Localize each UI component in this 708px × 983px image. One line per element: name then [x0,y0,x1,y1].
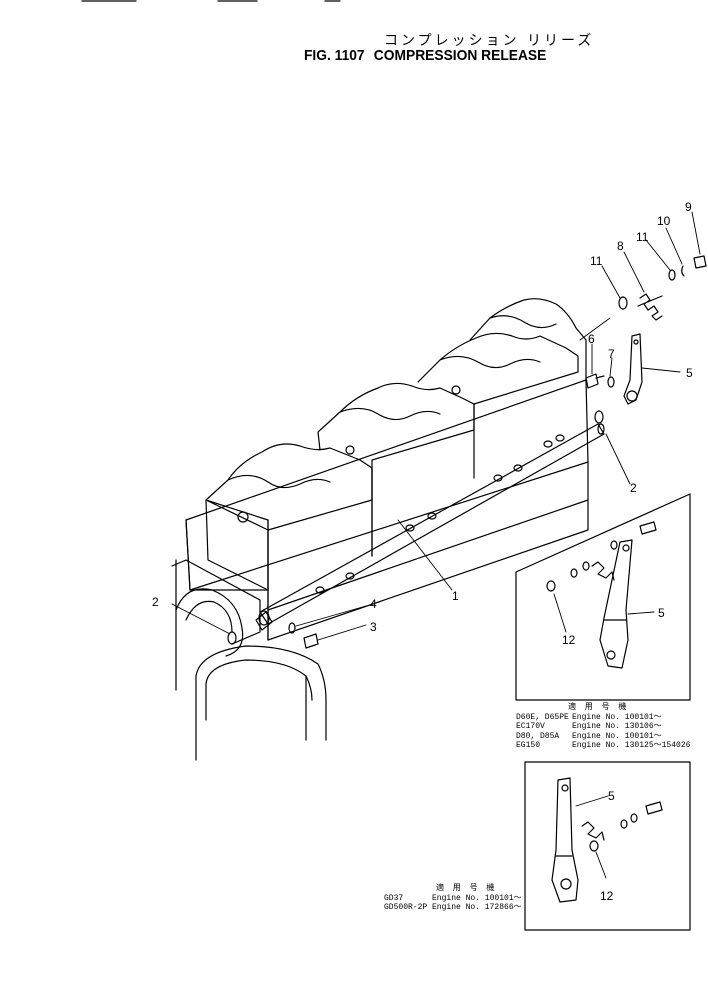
engine-cell: Engine No. 130125～154026 [572,741,691,750]
table-row: GD37 Engine No. 100101～ [384,894,522,904]
callout-7: 7 [608,347,615,361]
table-row: EG150 Engine No. 130125～154026 [516,741,690,751]
callout-11-right: 11 [636,230,649,244]
model-cell: GD37 [384,893,404,903]
table-row: GD500R-2P Engine No. 172866～ [384,903,522,913]
engine-cell: Engine No. 172866～ [432,903,522,912]
engine-cell: Engine No. 100101～ [432,893,522,903]
callout-5-main: 5 [686,366,693,380]
callout-2-upper: 2 [630,481,637,495]
applicability-table-2: 適 用 号 機 GD37 Engine No. 100101～ GD500R-2… [384,884,522,913]
engine-cell: Engine No. 100101～ [572,731,662,741]
callout-2-left: 2 [152,595,159,609]
engine-cell: Engine No. 100101～ [572,712,662,722]
inset-box-2 [524,761,691,931]
callout-12-inset2: 12 [600,889,614,903]
callout-5-inset1: 5 [658,606,665,620]
upper-right-parts [585,255,707,424]
model-cell: EC170V [516,722,545,731]
cylinder-head-assembly [185,298,589,641]
figure-name: COMPRESSION RELEASE [373,47,547,64]
table-row: D60E, D65PE Engine No. 100101～ [516,713,690,723]
callout-5-inset2: 5 [608,789,615,803]
callout-9: 9 [685,200,692,214]
model-cell: EG150 [516,741,541,750]
table-heading: 適 用 号 機 [568,703,629,712]
engine-cell: Engine No. 130106～ [572,722,662,731]
table-heading: 適 用 号 機 [436,884,497,893]
callout-11-left: 11 [590,254,603,268]
title-japanese: コンプレッション リリーズ [384,33,595,49]
callout-labels: 1 2 2 3 4 5 5 5 6 7 8 9 10 11 11 12 12 [152,200,693,903]
callout-10: 10 [657,214,671,228]
model-cell: GD500R-2P [384,903,428,912]
callout-6: 6 [588,332,595,346]
callout-4: 4 [370,597,377,611]
table-row: D80, D85A Engine No. 100101～ [516,732,690,742]
model-cell: D60E, D65PE [516,712,569,722]
figure-number: FIG. 1107 [304,47,365,64]
figure-title: FIG. 1107 COMPRESSION RELEASE [304,47,556,64]
callout-1: 1 [452,589,459,603]
callout-12-inset1: 12 [562,633,576,647]
leader-lines [171,211,701,641]
model-cell: D80, D85A [516,731,560,741]
inset-box-1 [515,493,691,701]
applicability-table-1: 適 用 号 機 D60E, D65PE Engine No. 100101～ E… [516,703,690,751]
left-fastener-parts [227,611,319,649]
callout-3: 3 [370,620,377,634]
table-row: EC170V Engine No. 130106～ [516,722,690,732]
callout-8: 8 [617,239,624,253]
timing-housing [171,559,327,761]
